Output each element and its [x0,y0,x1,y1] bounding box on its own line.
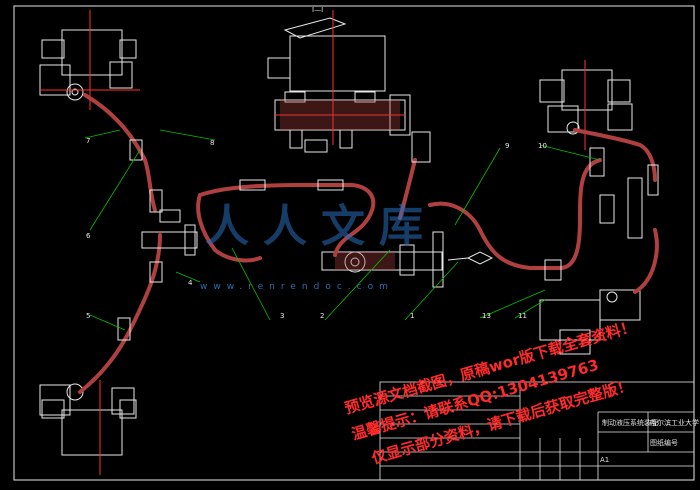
part-label-5: 5 [86,312,90,320]
fitting-e [117,317,131,341]
drawing-frame [13,5,695,481]
line-master-to-valve [398,158,417,220]
line-lower-loop [196,193,262,263]
tee-fitting-left [141,231,198,249]
watermark-url: www.renrendoc.com [200,282,394,292]
part-label-3: 3 [280,312,284,320]
part-label-4: 4 [188,279,193,287]
fitting-n [544,259,562,281]
part-label-11: 11 [518,312,527,320]
section-label: I—I [312,6,323,14]
master-cylinder [267,10,411,149]
watermark-site-name: 人人文库 [205,201,437,252]
fitting-j [411,131,431,163]
fitting-m [304,139,328,153]
caliper-bottom-left [39,380,137,475]
fitting-d [149,261,163,283]
line-to-right [428,158,602,270]
fitting-l [239,179,266,191]
title-block-sheet: A1 [600,456,610,464]
fitting-h [627,177,643,239]
hose-front-right [573,128,657,182]
part-label-7: 7 [86,137,90,145]
part-label-1: 1 [410,312,414,320]
fitting-k [317,179,344,191]
hose-rear-right [633,228,659,294]
proportioning-valve [321,231,494,288]
part-label-9: 9 [505,142,509,150]
part-number-labels: 7 8 6 4 5 3 2 1 9 10 13 11 I—I [86,6,547,320]
hose-front-left [83,93,157,212]
part-label-8: 8 [210,139,214,147]
fittings [117,131,659,341]
part-label-2: 2 [320,312,324,320]
tee-cap-left [184,224,196,256]
caliper-top-left [39,10,140,110]
fitting-a [129,139,143,161]
part-label-13: 13 [482,312,491,320]
title-block-school: 哈尔滨工业大学 [650,419,699,427]
master-cylinder-section-hatch [280,100,400,130]
title-block-drawing-name: 制动液压系统装配 [602,419,658,427]
fitting-i [647,164,659,196]
fitting-f [589,147,605,177]
caliper-bottom-right [539,289,641,355]
leader-lines [84,129,601,331]
valve-section-hatch [335,252,395,270]
caliper-top-right [539,60,633,150]
fitting-g [599,194,615,224]
part-label-6: 6 [86,232,91,240]
fitting-c [159,209,181,223]
fitting-b [149,189,163,213]
line-to-left-front [198,183,376,257]
title-block-drawing-no: 图纸编号 [650,439,678,447]
part-label-10: 10 [538,142,547,150]
